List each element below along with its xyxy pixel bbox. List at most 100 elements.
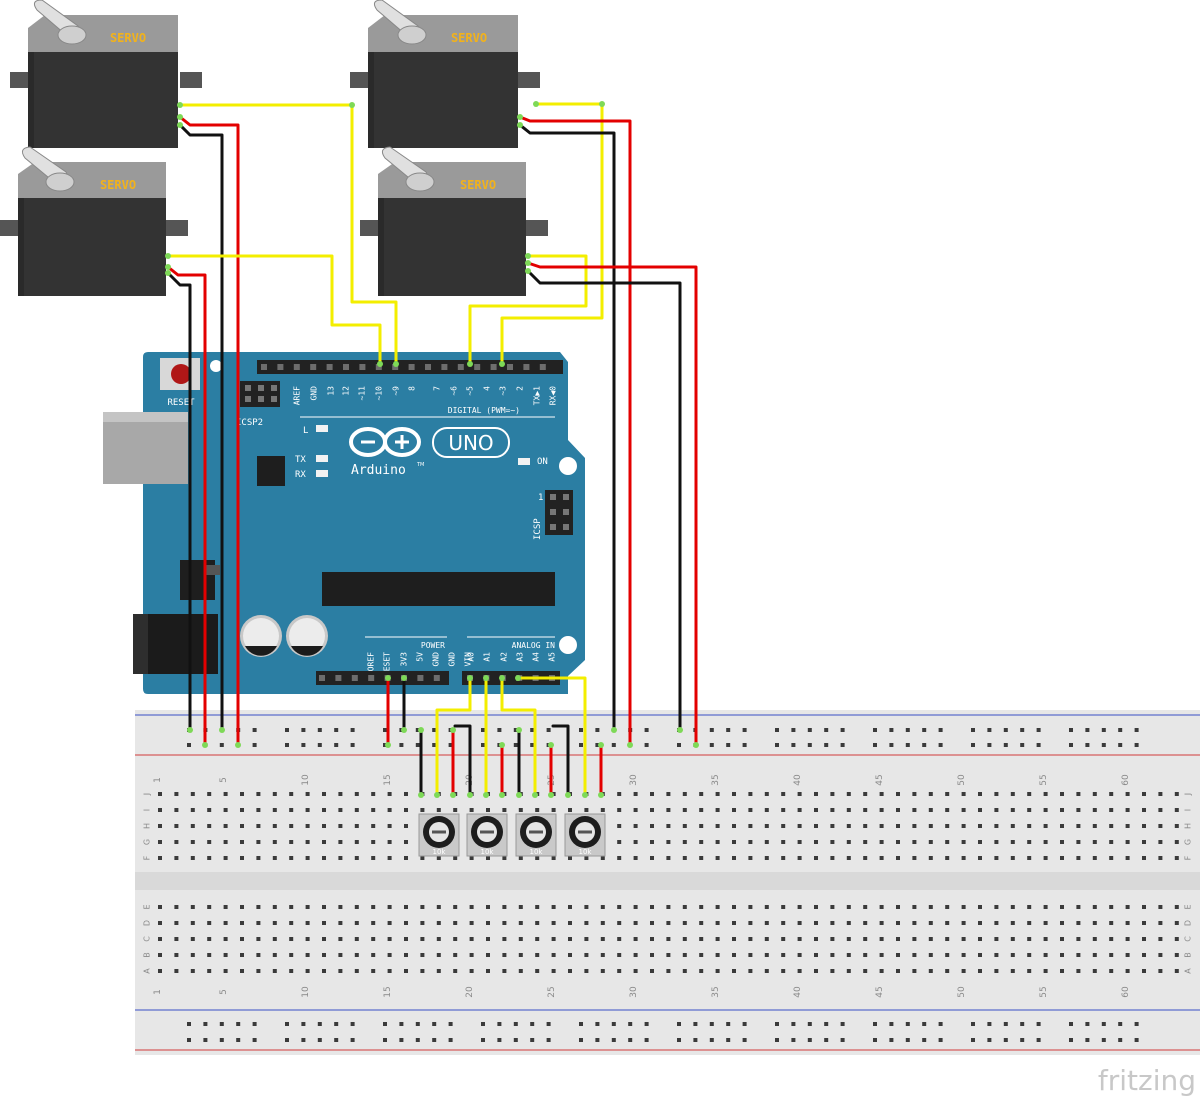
wire-red-servo3-power[interactable] [518, 115, 632, 747]
breadboard-hole [945, 824, 950, 828]
reset-button[interactable] [171, 364, 191, 384]
breadboard-hole [863, 937, 868, 941]
breadboard-hole [158, 953, 162, 957]
header-pin [539, 364, 546, 370]
breadboard-hole [174, 969, 179, 973]
breadboard-hole [1027, 921, 1032, 925]
breadboard-hole [1158, 856, 1163, 860]
breadboard-hole [791, 728, 796, 732]
reset-label: RESET [167, 398, 195, 408]
breadboard-hole [190, 905, 195, 909]
wire-black-servo2-ground[interactable] [166, 271, 192, 732]
column-number: 60 [1121, 986, 1131, 998]
breadboard-hole [1060, 792, 1064, 796]
wire-endpoint [450, 727, 456, 733]
breadboard-hole [830, 856, 835, 860]
breadboard-hole [840, 728, 845, 732]
breadboard-hole [1069, 743, 1073, 747]
breadboard-hole [633, 969, 638, 973]
wire-yellow-servo4-signal[interactable] [468, 254, 588, 366]
breadboard-hole [961, 969, 966, 973]
wire-black-pot4-gnd[interactable] [551, 724, 570, 797]
wire-yellow-a3-to-pot4[interactable] [516, 676, 587, 797]
wire-black-servo4-ground[interactable] [526, 269, 682, 732]
breadboard-hole [912, 824, 917, 828]
breadboard-hole [207, 856, 212, 860]
breadboard-hole [617, 792, 622, 796]
breadboard-hole [945, 792, 950, 796]
potentiometer-2[interactable]: 10k [466, 813, 508, 857]
breadboard-hole [1060, 840, 1064, 844]
header-pin [417, 675, 424, 681]
mounting-hole [559, 457, 577, 475]
breadboard-hole [432, 728, 437, 732]
breadboard-hole [1109, 937, 1114, 941]
pin-label-a0: A0 [467, 652, 476, 662]
breadboard-hole [994, 856, 999, 860]
wire-yellow-a0-to-pot1[interactable] [435, 676, 472, 797]
wire-endpoint [516, 727, 522, 733]
breadboard-hole [371, 969, 376, 973]
breadboard-hole [1174, 856, 1179, 860]
breadboard-hole [1174, 953, 1179, 957]
breadboard-hole [579, 728, 583, 732]
wire-red-servo4-power[interactable] [526, 261, 698, 747]
potentiometer-3[interactable]: 10k [515, 813, 557, 857]
breadboard-hole [1125, 937, 1130, 941]
breadboard-hole [905, 743, 910, 747]
wire-black-pot2-gnd[interactable] [453, 724, 472, 797]
row-letter: J [143, 793, 152, 796]
breadboard-hole [1125, 856, 1130, 860]
breadboard-hole [863, 824, 868, 828]
breadboard-hole [896, 824, 900, 828]
row-letters-right-top: J I H G F [1184, 793, 1193, 860]
breadboard-hole [350, 743, 355, 747]
breadboard-hole [961, 856, 966, 860]
digital-pin-labels: AREF GND 13 12 ~11 ~10 ~9 8 7 ~6 ~5 4 ~3… [293, 386, 558, 405]
header-pin [490, 364, 497, 370]
breadboard-hole [322, 953, 326, 957]
breadboard-hole [650, 953, 654, 957]
breadboard-hole [889, 1022, 894, 1026]
breadboard-hole [797, 840, 802, 844]
breadboard-hole [922, 1022, 927, 1026]
breadboard-hole [781, 921, 786, 925]
wire-black-servo3-ground[interactable] [518, 123, 616, 732]
breadboard-hole [748, 808, 753, 812]
breadboard-hole [399, 1038, 404, 1042]
wire-red-servo1-power[interactable] [178, 115, 240, 747]
breadboard-hole [305, 792, 310, 796]
breadboard-hole [285, 1038, 289, 1042]
wire-yellow-servo2-signal[interactable] [166, 254, 382, 366]
wire-endpoint [467, 361, 473, 367]
breadboard-hole [174, 792, 179, 796]
breadboard-hole [715, 969, 720, 973]
potentiometer-1[interactable]: 10k [418, 813, 460, 857]
breadboard-hole [190, 921, 195, 925]
breadboard-hole [174, 856, 179, 860]
breadboard-hole [922, 743, 927, 747]
header-pin [474, 364, 481, 370]
breadboard-hole [633, 921, 638, 925]
wire-yellow-a2-to-pot3[interactable] [500, 676, 537, 797]
breadboard-hole [650, 840, 654, 844]
wire-black-servo1-ground[interactable] [178, 123, 224, 732]
breadboard-hole [1134, 728, 1139, 732]
breadboard-hole [896, 937, 900, 941]
wire-red-servo2-power[interactable] [166, 265, 207, 747]
servo-motor-3: SERVO [350, 0, 540, 148]
wire-yellow-servo3-signal[interactable] [500, 102, 604, 366]
breadboard-hole [814, 905, 818, 909]
breadboard-hole [978, 856, 982, 860]
breadboard-hole [502, 905, 507, 909]
wire-yellow-servo1-signal[interactable] [178, 103, 398, 366]
breadboard-hole [1101, 1038, 1106, 1042]
breadboard-hole [301, 743, 306, 747]
potentiometer-4[interactable]: 10k [564, 813, 606, 857]
breadboard-hole [285, 743, 289, 747]
breadboard-hole [584, 969, 589, 973]
breadboard-hole [748, 969, 753, 973]
breadboard-hole [682, 792, 687, 796]
wire-endpoint [483, 792, 489, 798]
breadboard-hole [1174, 969, 1179, 973]
